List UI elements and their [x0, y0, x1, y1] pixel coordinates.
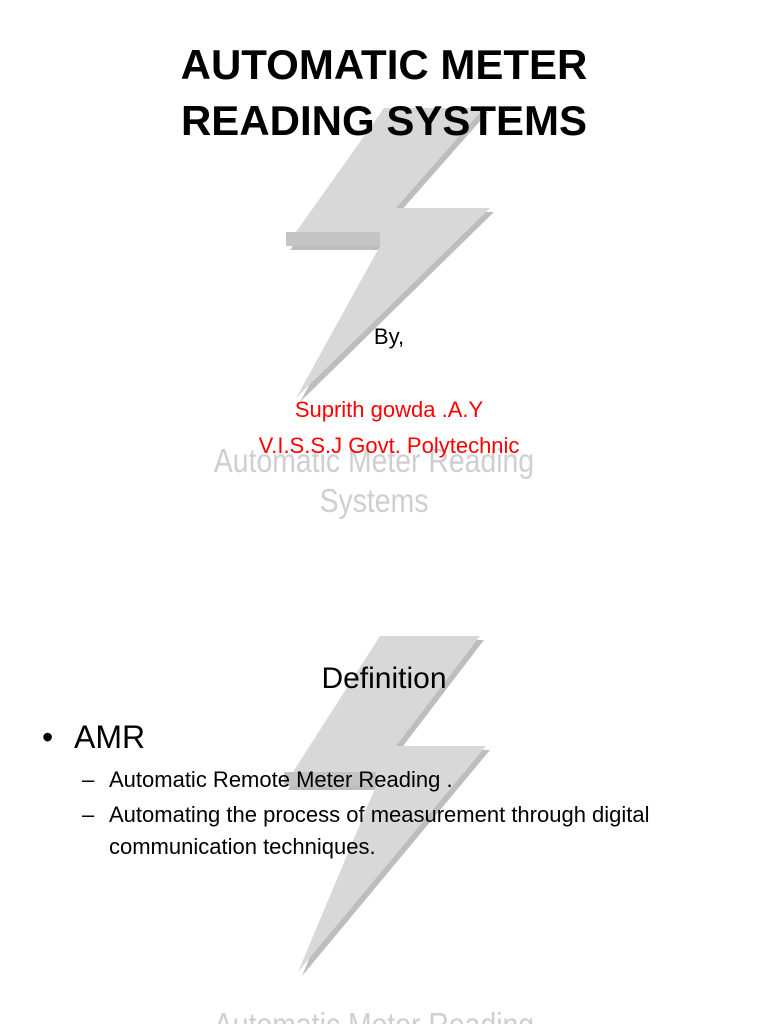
lightning-bolt-icon — [286, 108, 494, 402]
watermark-text-line-2: Systems — [319, 482, 429, 519]
sub-bullet-marker: – — [82, 767, 95, 792]
watermark-text-line-1: Automatic Meter Reading — [52, 1004, 695, 1024]
sub-bullet-item: – Automating the process of measurement … — [82, 799, 722, 863]
by-label: By, — [373, 324, 405, 349]
author-name: Suprith gowda .A.Y — [294, 397, 484, 422]
slide-heading: Definition — [321, 662, 447, 695]
author-institution: V.I.S.S.J Govt. Polytechnic — [258, 433, 520, 458]
sub-bullet-text: Automating the process of measurement th… — [109, 802, 650, 859]
slide-definition: Definition • AMR – Automatic Remote Meter… — [0, 600, 768, 1024]
slide-title: AUTOMATIC METER READING SYSTEMS By, Auto… — [180, 41, 588, 519]
slide-title-line-1: AUTOMATIC METER — [180, 41, 588, 88]
watermark-text-line-1: Automatic Meter Reading — [213, 442, 535, 479]
sub-bullet-item: – Automatic Remote Meter Reading . — [82, 764, 722, 796]
bullet-text: AMR — [74, 719, 146, 755]
sub-bullet-text: Automatic Remote Meter Reading . — [109, 767, 453, 792]
bullet-item: • AMR — [42, 717, 145, 757]
slide-title-line-2: READING SYSTEMS — [180, 97, 588, 144]
sub-bullet-marker: – — [82, 802, 95, 827]
bullet-marker: • — [42, 719, 54, 755]
